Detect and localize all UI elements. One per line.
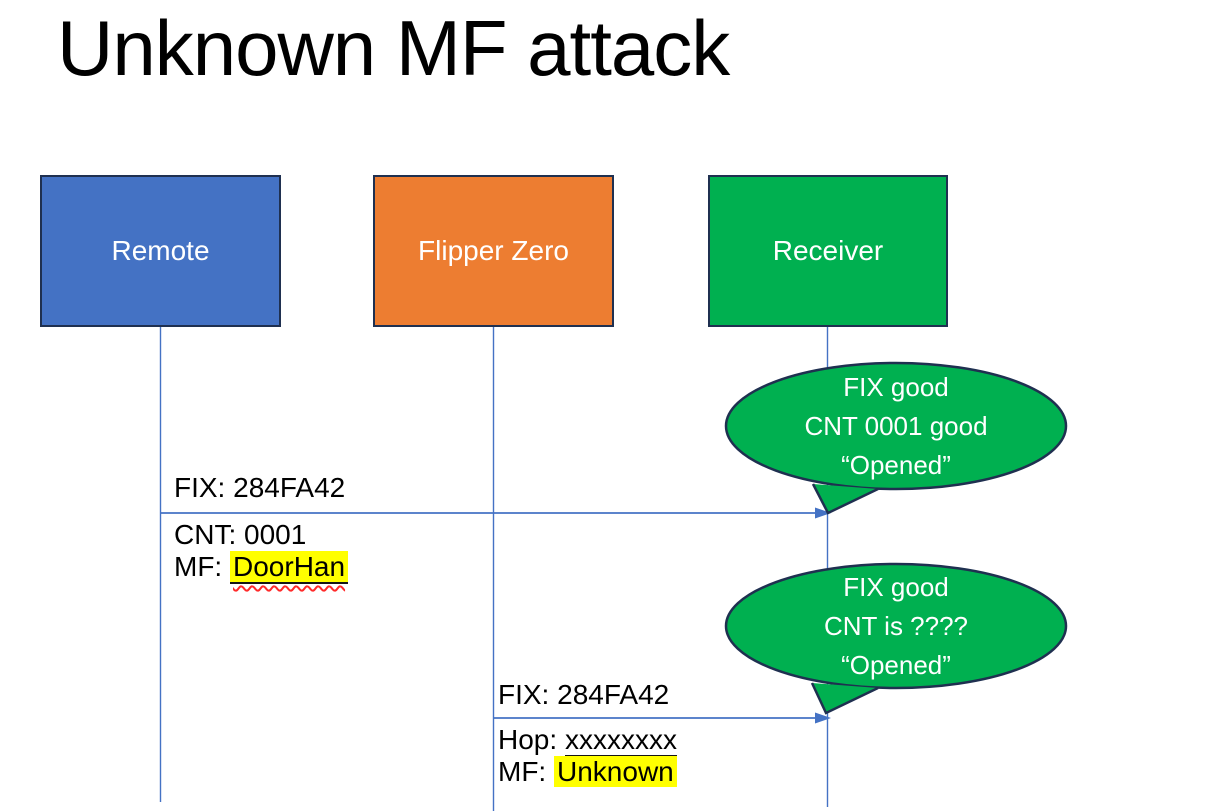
arrowhead-icon	[815, 507, 831, 519]
message2-mf-prefix: MF:	[498, 756, 554, 787]
callout2-line2: CNT is ????	[823, 611, 969, 641]
actor-label-remote: Remote	[111, 235, 210, 266]
callout-ellipse	[724, 361, 1068, 491]
message2-label-lines23: Hop: xxxxxxxx MF: Unknown	[498, 724, 677, 788]
message1-cnt: CNT: 0001	[174, 519, 307, 550]
page-title: Unknown MF attack	[57, 4, 730, 92]
message1-mf: MF: DoorHan	[174, 551, 349, 584]
message1-mf-prefix: MF:	[174, 551, 230, 582]
message2-mf-value-highlighted: Unknown	[554, 756, 677, 787]
callout1-line1: FIX good	[843, 372, 949, 402]
actor-box-remote: Remote	[40, 175, 281, 327]
callout-bubble-receiver-1: FIX good CNT 0001 good “Opened”	[715, 355, 1075, 525]
actor-box-flipper-zero: Flipper Zero	[373, 175, 614, 327]
message2-label-line1: FIX: 284FA42	[498, 679, 669, 711]
actor-label-receiver: Receiver	[772, 235, 884, 266]
message2-mf: MF: Unknown	[498, 756, 677, 788]
message1-fix: FIX: 284FA42	[174, 472, 346, 503]
message2-hop-value-underlined: xxxxxxxx	[564, 724, 677, 757]
callout-shape	[724, 562, 1068, 715]
callout1-line3: “Opened”	[841, 450, 951, 480]
callout1-line2: CNT 0001 good	[804, 411, 988, 441]
callout2-text: FIX good CNT is ???? “Opened”	[726, 568, 1066, 685]
message2-hop: Hop: xxxxxxxx	[498, 724, 677, 757]
arrowhead-icon	[815, 712, 831, 724]
message1-label-line1: FIX: 284FA42	[174, 472, 345, 504]
callout1-text: FIX good CNT 0001 good “Opened”	[726, 368, 1066, 485]
actor-label-flipper-zero: Flipper Zero	[418, 235, 569, 266]
callout-ellipse	[724, 562, 1068, 690]
message1-mf-value-highlighted: DoorHan	[230, 551, 349, 584]
actor-box-receiver: Receiver	[708, 175, 948, 327]
callout-bubble-receiver-2: FIX good CNT is ???? “Opened”	[715, 555, 1075, 725]
callout2-line3: “Opened”	[841, 650, 951, 680]
message2-fix: FIX: 284FA42	[498, 679, 670, 710]
message2-hop-prefix: Hop:	[498, 724, 565, 755]
message1-label-lines23: CNT: 0001 MF: DoorHan	[174, 519, 349, 584]
callout-tail-icon	[810, 682, 879, 715]
callout-shape	[724, 361, 1068, 515]
callout2-line1: FIX good	[843, 572, 949, 602]
callout-tail-icon	[811, 483, 879, 515]
